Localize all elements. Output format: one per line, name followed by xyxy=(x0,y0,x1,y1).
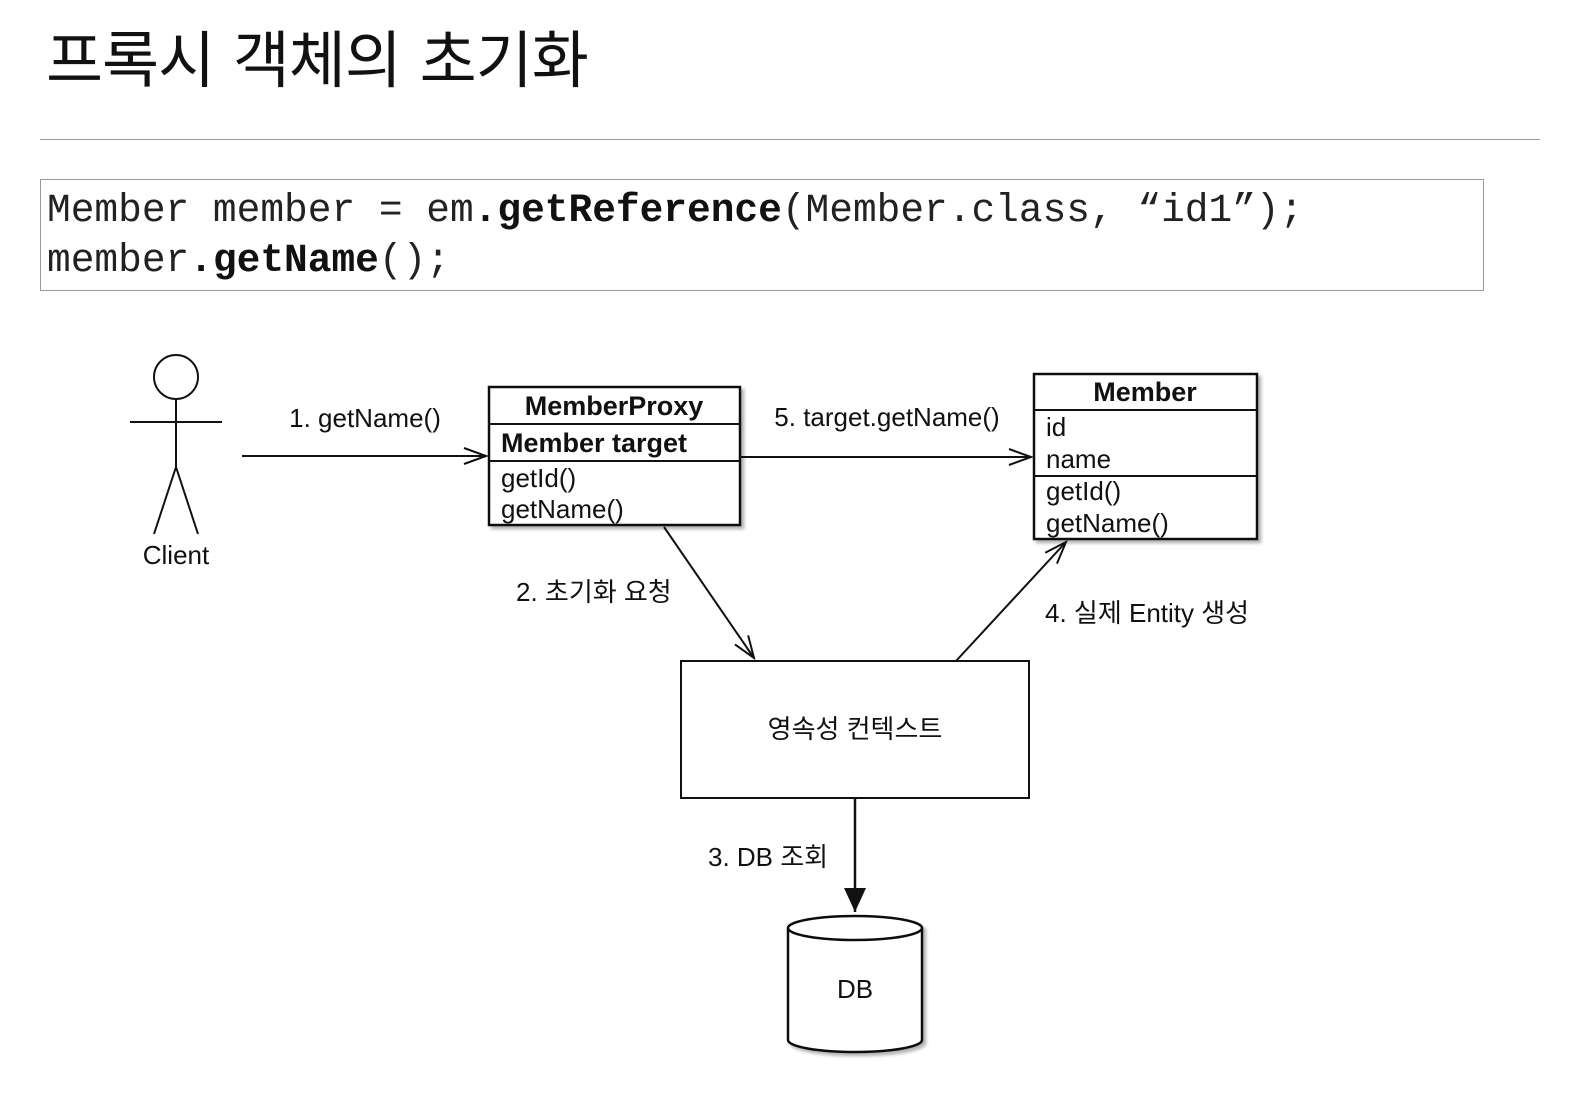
code-line-1: Member member = em.getReference(Member.c… xyxy=(47,186,1483,236)
step-2-label: 2. 초기화 요청 xyxy=(516,577,672,607)
member-class-name: Member xyxy=(1093,377,1197,407)
step-1-label: 1. getName() xyxy=(289,403,441,433)
persistence-context-label: 영속성 컨텍스트 xyxy=(768,714,943,744)
db-label: DB xyxy=(837,974,873,1004)
member-proxy-class: MemberProxy Member target getId() getNam… xyxy=(487,385,742,527)
slide-title: 프록시 객체의 초기화 xyxy=(46,24,589,97)
client-label: Client xyxy=(143,540,210,570)
step-3-label: 3. DB 조회 xyxy=(708,842,828,872)
step-4-label: 4. 실제 Entity 생성 xyxy=(1045,598,1249,628)
member-field-name: name xyxy=(1046,444,1111,474)
code-method-token: .getReference xyxy=(473,188,782,233)
code-token: (Member.class, “id1”); xyxy=(781,188,1304,233)
title-divider xyxy=(40,139,1540,140)
member-entity-class: Member id name getId() getName() xyxy=(1032,372,1259,541)
member-field-id: id xyxy=(1046,412,1066,442)
member-method-getname: getName() xyxy=(1046,508,1169,538)
proxy-method-getid: getId() xyxy=(501,463,576,493)
arrow-step-2 xyxy=(663,526,754,658)
code-line-2: member.getName(); xyxy=(47,236,1483,286)
persistence-context-box: 영속성 컨텍스트 xyxy=(680,660,1030,799)
arrow-step-4 xyxy=(955,542,1066,662)
code-token: (); xyxy=(378,238,450,283)
code-token: Member member = em xyxy=(47,188,474,233)
member-method-getid: getId() xyxy=(1046,476,1121,506)
code-method-token: .getName xyxy=(189,238,379,283)
proxy-method-getname: getName() xyxy=(501,494,624,524)
proxy-class-name: MemberProxy xyxy=(525,391,704,421)
code-token: member xyxy=(47,238,190,283)
code-snippet: Member member = em.getReference(Member.c… xyxy=(40,179,1484,291)
proxy-target-field: Member target xyxy=(501,428,687,458)
client-actor-icon xyxy=(130,354,222,535)
database-cylinder-icon xyxy=(786,914,924,1054)
step-5-label: 5. target.getName() xyxy=(774,402,999,432)
